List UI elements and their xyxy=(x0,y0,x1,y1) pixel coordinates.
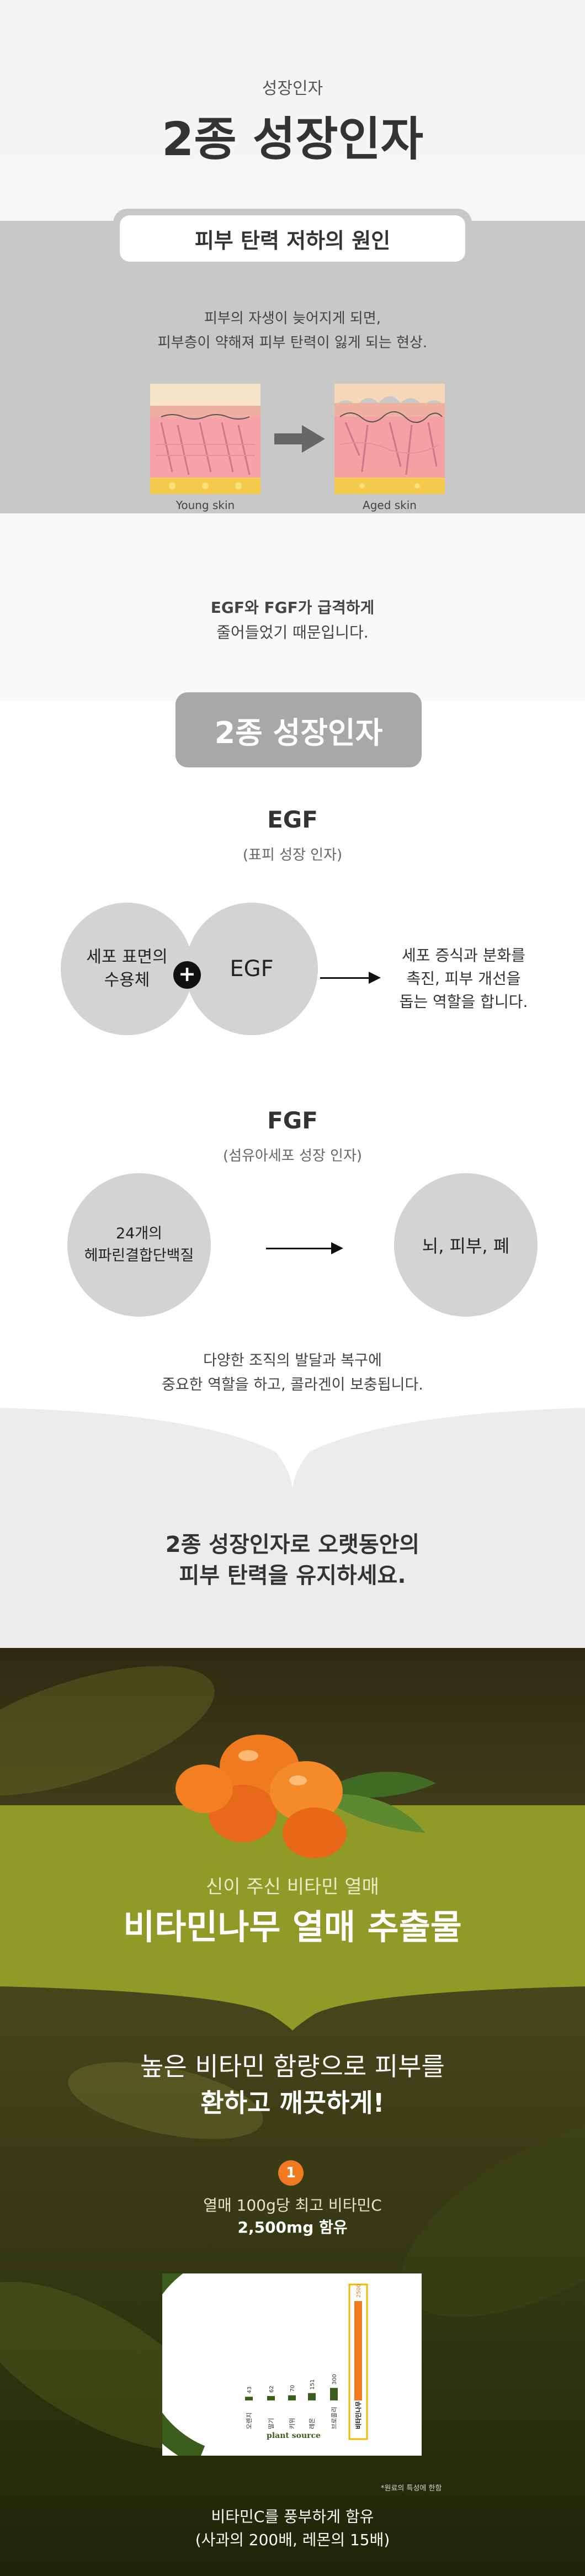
cause-text: 피부의 자생이 늦어지게 되면, 피부층이 약해져 피부 탄력이 잃게 되는 현… xyxy=(0,306,585,355)
berry-title: 비타민나무 열매 추출물 xyxy=(123,1907,462,1947)
cause-line-2: 피부층이 약해져 피부 탄력이 잃게 되는 현상. xyxy=(157,335,428,351)
chart-x-axis-label: plant source xyxy=(267,2431,321,2440)
cause-line-1: 피부의 자생이 늦어지게 되면, xyxy=(204,310,381,327)
summary-text: 2종 성장인자로 오랫동안의 피부 탄력을 유지하세요. xyxy=(0,1529,585,1591)
bar-브로콜리 xyxy=(330,2388,338,2400)
bar-딸기 xyxy=(267,2396,275,2400)
point-line-1: 열매 100g당 최고 비타민C xyxy=(203,2196,382,2214)
egf-desc-line-3: 돕는 역할을 합니다. xyxy=(399,993,528,1011)
data-label-비타민나무: 2500 xyxy=(356,2284,362,2298)
arrow-right-icon xyxy=(369,972,381,984)
egf-receptor-line-1: 세포 표면의 xyxy=(86,947,168,967)
egf-circle: EGF xyxy=(185,903,318,1035)
aged-skin-label: Aged skin xyxy=(363,499,417,512)
egf-arrow-line xyxy=(320,977,370,979)
bottom-text: 비타민C를 풍부하게 함유 (사과의 200배, 레몬의 15배) xyxy=(0,2505,585,2552)
data-label-딸기: 62 xyxy=(269,2386,275,2393)
fgf-protein-circle: 24개의 헤파린결합단백질 xyxy=(67,1173,211,1317)
berry-headline-line-1: 높은 비타민 함량으로 피부를 xyxy=(140,2052,445,2081)
cause-band xyxy=(0,221,585,513)
egf-heading: EGF xyxy=(267,806,318,833)
point-number-badge: 1 xyxy=(278,2160,304,2186)
fgf-organs-circle: 뇌, 피부, 폐 xyxy=(394,1173,538,1317)
fgf-arrow-line xyxy=(266,1248,332,1249)
egf-reason-line-1: EGF와 FGF가 급격하게 xyxy=(210,598,375,617)
vitamin-c-chart-svg: 43 오렌지 62 딸기 70 키위 151 레몬 300 브로콜리 2500 비타민나무 plant… xyxy=(122,2241,368,2466)
sea-buckthorn-berries-image xyxy=(176,1735,436,1858)
egf-reason-line-2: 줄어들었기 때문입니다. xyxy=(216,623,369,642)
berry-headline: 높은 비타민 함량으로 피부를 환하고 깨끗하게! xyxy=(0,2048,585,2121)
cause-pill-label: 피부 탄력 저하의 원인 xyxy=(120,215,465,262)
vitamin-c-chart: 43 오렌지 62 딸기 70 키위 151 레몬 300 브로콜리 2500 비타민나무 plant… xyxy=(122,2241,422,2466)
bar-오렌지 xyxy=(245,2397,253,2400)
cause-pill: 피부 탄력 저하의 원인 xyxy=(113,209,472,268)
section-eyebrow: 성장인자 xyxy=(262,79,323,98)
fgf-protein-line-2: 헤파린결합단백질 xyxy=(84,1247,194,1264)
egf-subheading: (표피 성장 인자) xyxy=(242,847,343,863)
decorative-arc xyxy=(122,2241,205,2466)
summary-line-1: 2종 성장인자로 오랫동안의 xyxy=(165,1532,420,1557)
fgf-description: 다양한 조직의 발달과 복구에 중요한 역할을 하고, 콜라겐이 보충됩니다. xyxy=(0,1349,585,1397)
egf-receptor-line-2: 수용체 xyxy=(104,971,150,990)
bar-키위 xyxy=(288,2395,296,2400)
egf-fgf-reason: EGF와 FGF가 급격하게 줄어들었기 때문입니다. xyxy=(0,595,585,645)
wave-divider xyxy=(0,1391,585,1491)
category-label-오렌지: 오렌지 xyxy=(246,2413,253,2429)
category-label-딸기: 딸기 xyxy=(268,2418,275,2429)
data-label-오렌지: 43 xyxy=(247,2387,253,2394)
fgf-desc-line-1: 다양한 조직의 발달과 복구에 xyxy=(203,1352,382,1369)
category-label-키위: 키위 xyxy=(289,2418,296,2429)
category-label-레몬: 레몬 xyxy=(309,2418,316,2429)
bar-레몬 xyxy=(308,2393,316,2400)
berry-headline-line-2: 환하고 깨끗하게! xyxy=(200,2088,385,2118)
aged-skin-illustration xyxy=(334,384,445,494)
young-skin-illustration xyxy=(150,384,260,494)
bottom-line-2: (사과의 200배, 레몬의 15배) xyxy=(195,2531,390,2549)
factors-pill: 2종 성장인자 xyxy=(176,692,422,767)
arrow-right-icon xyxy=(331,1242,343,1254)
category-label-비타민나무: 비타민나무 xyxy=(354,2401,362,2429)
title-band-point xyxy=(0,1981,585,2031)
plus-icon: + xyxy=(173,961,201,989)
fgf-desc-line-2: 중요한 역할을 하고, 콜라겐이 보충됩니다. xyxy=(162,1376,423,1393)
young-skin-label: Young skin xyxy=(176,499,235,512)
point-text: 열매 100g당 최고 비타민C 2,500mg 함유 xyxy=(0,2195,585,2239)
arrow-right-icon xyxy=(274,425,325,453)
data-label-키위: 70 xyxy=(290,2385,296,2392)
page-title: 2종 성장인자 xyxy=(161,112,424,166)
fgf-subheading: (섬유아세포 성장 인자) xyxy=(222,1148,363,1164)
egf-desc-line-2: 촉진, 피부 개선을 xyxy=(406,969,521,988)
bottom-line-1: 비타민C를 풍부하게 함유 xyxy=(211,2508,374,2526)
fgf-heading: FGF xyxy=(267,1107,318,1134)
summary-line-2: 피부 탄력을 유지하세요. xyxy=(179,1563,406,1588)
fgf-protein-line-1: 24개의 xyxy=(115,1225,163,1242)
highlight-frame xyxy=(348,2283,368,2440)
egf-description: 세포 증식과 분화를 촉진, 피부 개선을 돕는 역할을 합니다. xyxy=(381,944,546,1014)
bar-비타민나무 xyxy=(354,2301,362,2400)
data-label-브로콜리: 300 xyxy=(332,2374,338,2384)
egf-desc-line-1: 세포 증식과 분화를 xyxy=(402,946,525,964)
berry-eyebrow: 신이 주신 비타민 열매 xyxy=(206,1876,379,1898)
data-label-레몬: 151 xyxy=(310,2379,316,2390)
chart-footnote: *원료의 특성에 한함 xyxy=(381,2484,442,2493)
egf-receptor-circle: 세포 표면의 수용체 xyxy=(61,903,193,1035)
category-label-브로콜리: 브로콜리 xyxy=(331,2407,338,2429)
point-line-2: 2,500mg 함유 xyxy=(237,2218,348,2236)
